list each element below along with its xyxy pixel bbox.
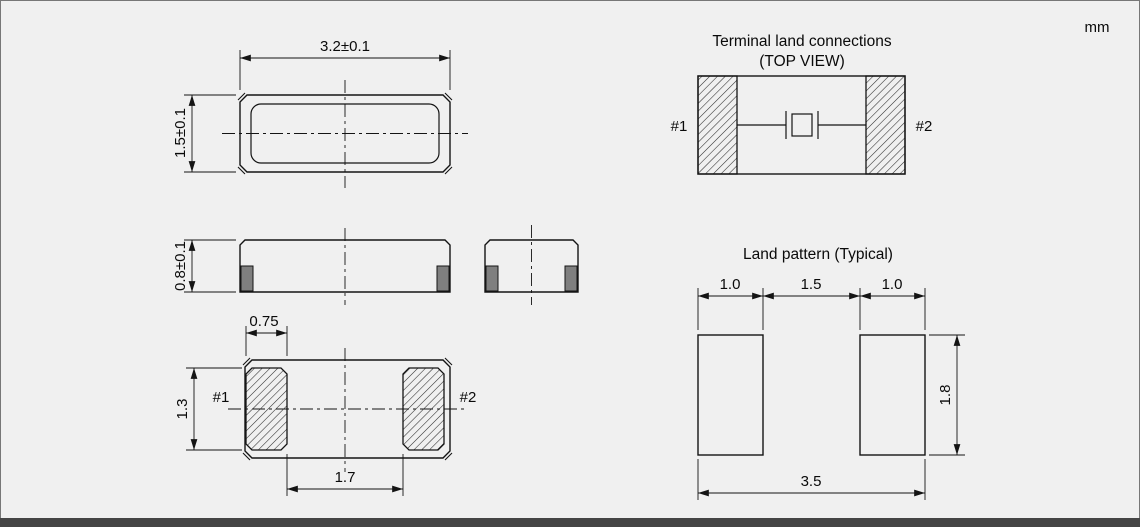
bottom-view-pad-width-dim: 0.75: [249, 313, 278, 330]
terminal-subtitle: (TOP VIEW): [759, 53, 845, 70]
bottom-pad-1-hatched: [245, 367, 288, 451]
package-end-outline: [484, 239, 579, 293]
end-terminal-pad-left: [485, 265, 499, 292]
land-pattern-pad2-width-dim: 1.0: [882, 276, 903, 293]
bottom-view: #1 #2 0.75 1.3 1.7: [174, 313, 476, 496]
corner-castellation-mark: [444, 166, 453, 175]
land-pattern-pad-height-dim: 1.8: [937, 385, 954, 406]
terminal-pad-1-hatched: [697, 75, 738, 175]
terminal-pin2-label: #2: [916, 118, 933, 135]
side-terminal-pad-right: [436, 265, 450, 292]
land-pad-2: [859, 334, 926, 456]
package-top-outline: [239, 94, 451, 173]
bottom-pad-2-hatched: [402, 367, 445, 451]
corner-castellation-mark: [242, 357, 251, 366]
top-view-width-dim: 3.2±0.1: [320, 38, 370, 55]
bottom-view-pin2-label: #2: [460, 389, 477, 406]
crystal-symbol: [791, 113, 813, 137]
bottom-view-pad-gap-dim: 1.7: [335, 469, 356, 486]
package-bottom-outline: [244, 359, 451, 459]
corner-castellation-mark: [237, 166, 246, 175]
top-view-height-dim: 1.5±0.1: [172, 108, 189, 158]
corner-castellation-mark: [242, 452, 251, 461]
land-pattern-title: Land pattern (Typical): [743, 246, 893, 263]
package-side-outline: [239, 239, 451, 293]
bottom-view-pin1-label: #1: [213, 389, 230, 406]
bottom-view-pad-height-dim: 1.3: [174, 399, 191, 420]
terminal-pin1-label: #1: [671, 118, 688, 135]
package-lid-outline: [250, 103, 440, 164]
end-terminal-pad-right: [564, 265, 578, 292]
terminal-title: Terminal land connections: [712, 33, 891, 50]
side-view-height-dim: 0.8±0.1: [172, 241, 189, 291]
unit-label: mm: [1085, 19, 1110, 36]
end-view: [484, 225, 579, 305]
bottom-bar: [0, 518, 1140, 527]
top-view: 3.2±0.1 1.5±0.1: [172, 38, 468, 188]
land-pattern-total-width-dim: 3.5: [801, 473, 822, 490]
side-terminal-pad-left: [240, 265, 254, 292]
side-view: 0.8±0.1: [172, 228, 451, 305]
terminal-pad-2-hatched: [865, 75, 906, 175]
corner-castellation-mark: [444, 357, 453, 366]
land-pattern-view: Land pattern (Typical) 1.0 1.5 1.0 1.8 3…: [697, 246, 965, 500]
land-pad-1: [697, 334, 764, 456]
land-pattern-gap-dim: 1.5: [801, 276, 822, 293]
terminal-connections-view: Terminal land connections (TOP VIEW) #1 …: [671, 33, 933, 175]
corner-castellation-mark: [444, 452, 453, 461]
land-pattern-pad1-width-dim: 1.0: [720, 276, 741, 293]
corner-castellation-mark: [444, 92, 453, 101]
corner-castellation-mark: [237, 92, 246, 101]
